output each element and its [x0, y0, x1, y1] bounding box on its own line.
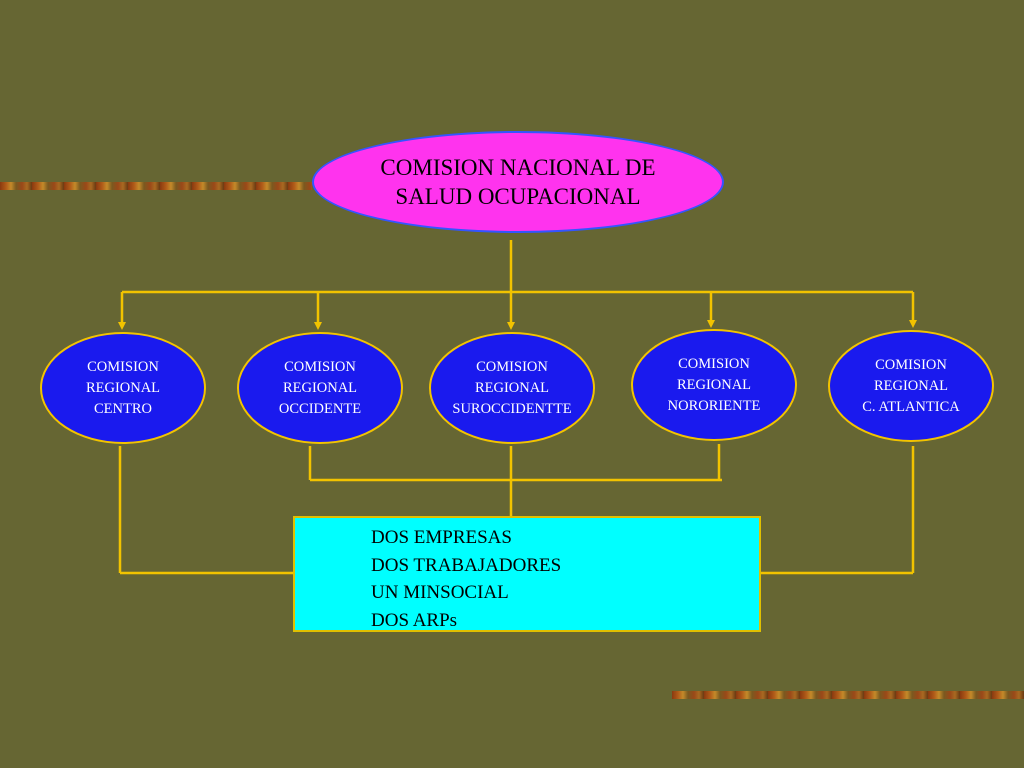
composition-item: DOS EMPRESAS [371, 527, 512, 548]
regional-node-centro: COMISION REGIONAL CENTRO [40, 332, 206, 444]
regional-node-label: COMISION REGIONAL CENTRO [85, 358, 161, 417]
composition-box: DOS EMPRESAS DOS TRABAJADORES UN MINSOCI… [293, 516, 761, 632]
regional-node-label: COMISION REGIONAL SUROCCIDENTTE [452, 358, 572, 417]
regional-node-label: COMISION REGIONAL C. ATLANTICA [862, 356, 960, 415]
composition-item: DOS TRABAJADORES [371, 554, 562, 576]
regional-node-nororiente: COMISION REGIONAL NORORIENTE [631, 329, 797, 441]
composition-item: DOS ARPs [371, 609, 458, 631]
national-commission-label: COMISION NACIONAL DE SALUD OCUPACIONAL [380, 155, 656, 209]
regional-node-label: COMISION REGIONAL OCCIDENTE [278, 358, 362, 417]
composition-list: DOS EMPRESAS DOS TRABAJADORES UN MINSOCI… [371, 524, 561, 634]
decorative-stripe-top [0, 182, 312, 190]
regional-node-suroccidente: COMISION REGIONAL SUROCCIDENTTE [429, 332, 595, 444]
regional-node-label: COMISION REGIONAL NORORIENTE [667, 355, 761, 414]
regional-node-atlantica: COMISION REGIONAL C. ATLANTICA [828, 330, 994, 442]
national-commission-node: COMISION NACIONAL DE SALUD OCUPACIONAL [312, 131, 724, 233]
regional-node-occidente: COMISION REGIONAL OCCIDENTE [237, 332, 403, 444]
decorative-stripe-bottom [672, 691, 1024, 699]
composition-item: UN MINSOCIAL [371, 582, 509, 603]
